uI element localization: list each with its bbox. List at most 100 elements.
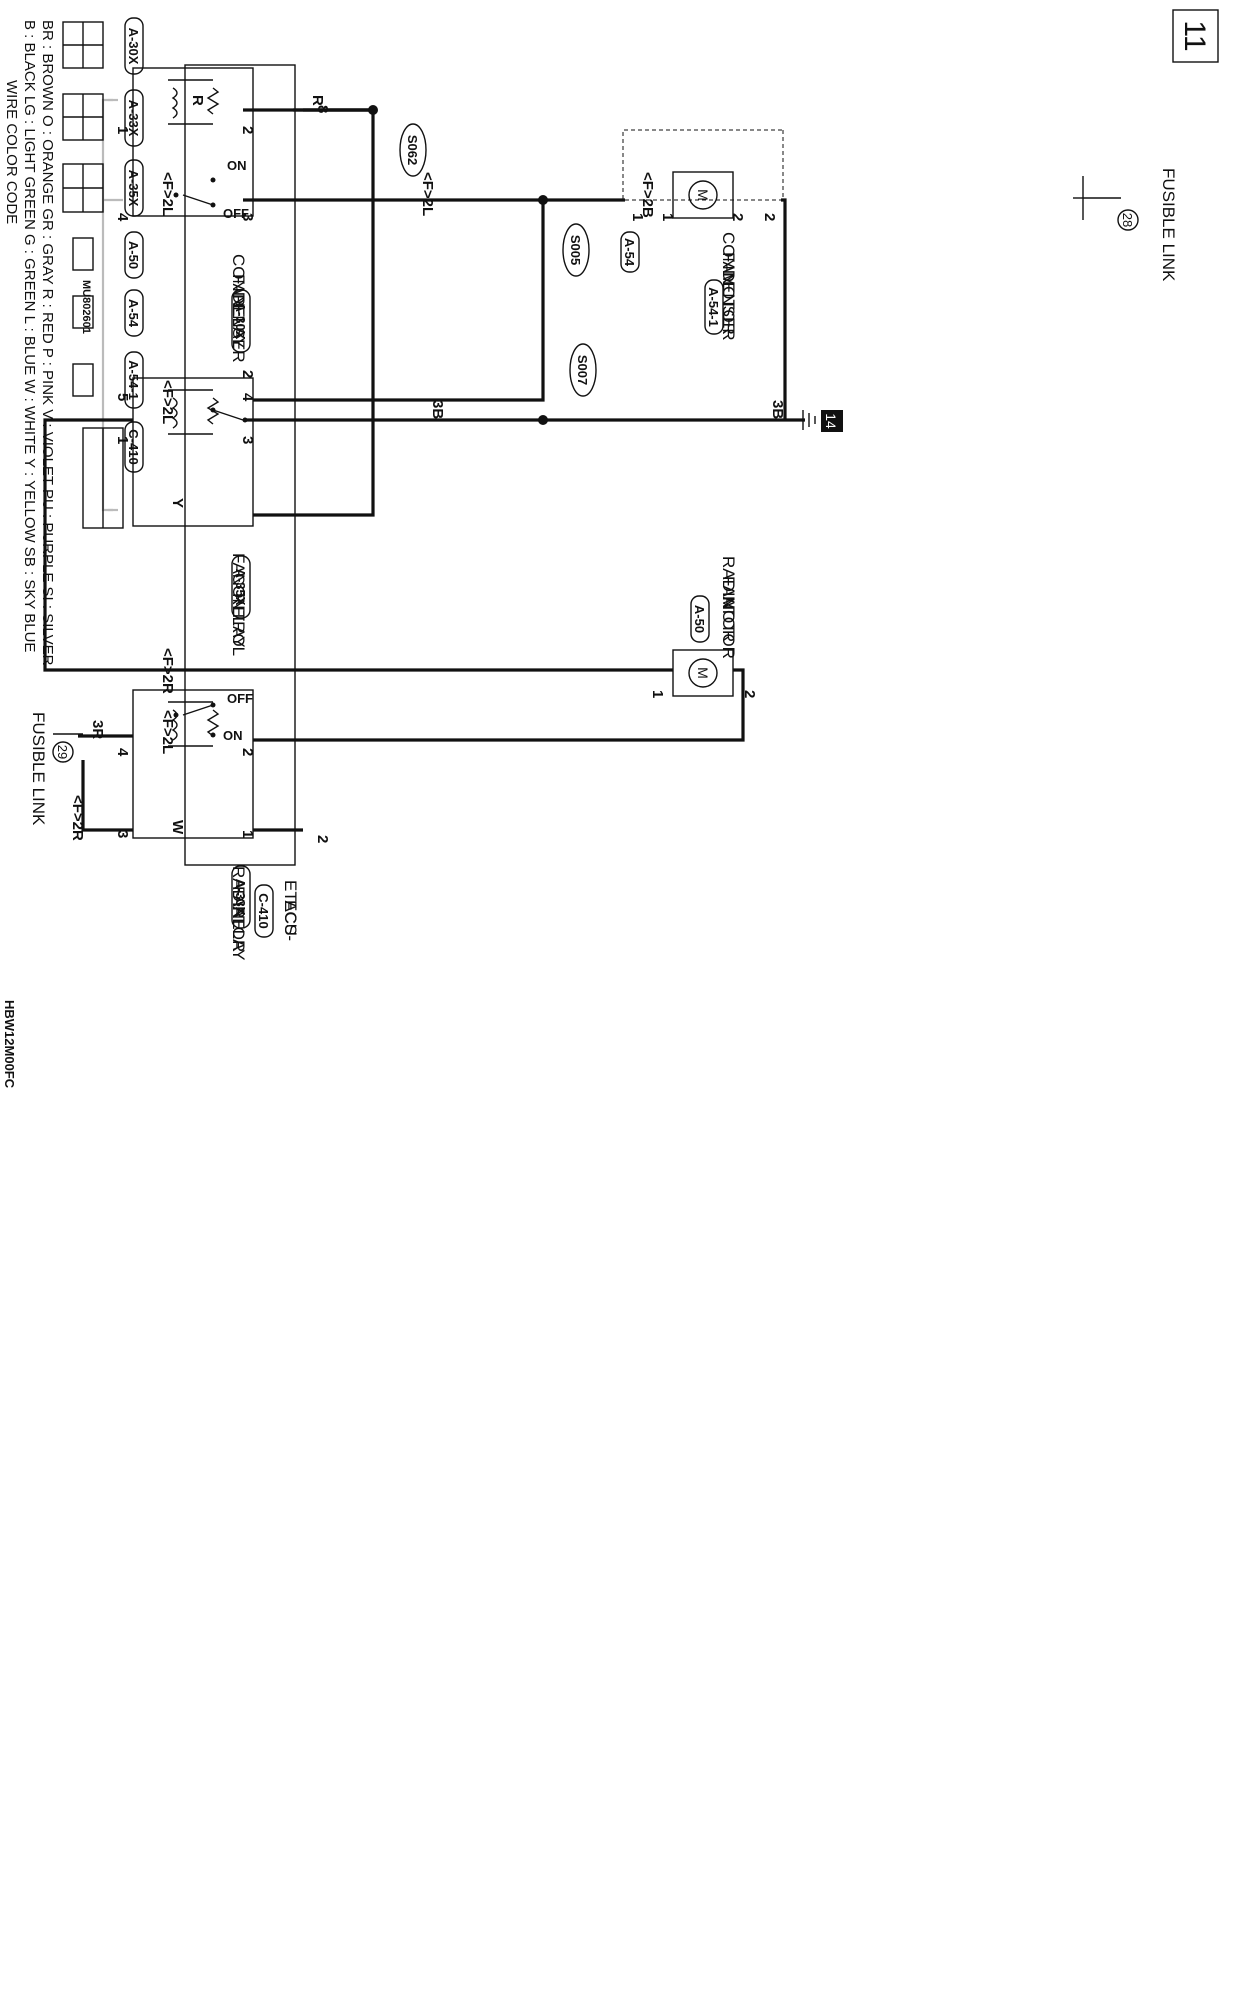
svg-text:<F>2L: <F>2L: [419, 172, 436, 216]
splice-s005: S005: [538, 195, 590, 277]
radiator-motor-line-2: FAN: [719, 576, 738, 609]
connector-views: A-30X A-33X A-35X A-50 A-54 A-54-1 C-410…: [62, 17, 144, 529]
condenser-motor-pin-2: 2: [729, 213, 746, 221]
svg-text:3R: 3R: [89, 720, 106, 739]
radiator-motor-pin-2: 2: [741, 690, 758, 698]
condenser-relay-on: ON: [227, 158, 247, 173]
svg-text:M: M: [695, 189, 711, 201]
condenser-motor-connector-2: A-54: [622, 238, 637, 267]
radiator-relay-line-2: FAN: [229, 886, 248, 919]
svg-text:MU802601: MU802601: [80, 280, 92, 334]
svg-text:S007: S007: [575, 355, 590, 385]
fusible-link-28-label: FUSIBLE LINK: [1159, 168, 1178, 282]
condenser-relay-line-1: CONDENSER: [229, 254, 248, 363]
condenser-motor-connector: A-54-1: [706, 287, 721, 327]
radiator-motor-line-1: RADIATOR: [719, 556, 738, 642]
condenser-connector-pin-2: 2: [761, 213, 778, 221]
power-feed-28: [101, 98, 123, 512]
legend-row-1: B : BLACK LG : LIGHT GREEN G : GREEN L :…: [21, 20, 38, 652]
radiator-relay-pin-2: 2: [239, 748, 256, 756]
svg-text:S005: S005: [568, 235, 583, 265]
ecu-line-2: ECU: [281, 900, 300, 936]
fan-control-relay-pin-2: 2: [239, 370, 256, 378]
svg-text:M: M: [695, 667, 711, 679]
svg-text:R: R: [189, 95, 206, 106]
ecu-pin-2: 2: [314, 835, 331, 843]
svg-text:Y: Y: [169, 498, 186, 508]
svg-text:S062: S062: [405, 135, 420, 165]
fusible-link-29-number: 29: [55, 745, 70, 759]
radiator-relay-pin-1: 1: [239, 830, 256, 838]
radiator-relay-off: OFF: [227, 691, 253, 706]
radiator-relay-connector: A-33X: [233, 879, 248, 916]
fan-control-relay-pin-3: 3: [239, 436, 256, 444]
svg-text:C-410: C-410: [126, 429, 141, 464]
radiator-relay-pin-4: 4: [114, 748, 131, 757]
radiator-motor-connector: A-50: [692, 605, 707, 633]
svg-text:A-33X: A-33X: [126, 100, 141, 137]
condenser-relay-off: OFF: [223, 206, 249, 221]
condenser-fan-relay: ON OFF 2 3 1 4 CONDENSER FAN RELAY A-30X: [114, 67, 256, 363]
radiator-fan-motor: M 2 1 RADIATOR FAN MOTOR A-50: [649, 556, 758, 698]
condenser-relay-pin-3: 3: [239, 213, 256, 221]
fusible-link-28-number: 28: [1120, 213, 1135, 227]
condenser-motor-line-3: MOTOR: [719, 272, 738, 335]
ecu-connector: C-410: [256, 893, 271, 928]
svg-text:A-30X: A-30X: [126, 28, 141, 65]
page-number: 11: [1178, 20, 1211, 51]
ground-14: 14: [785, 410, 843, 432]
svg-text:A-35X: A-35X: [126, 170, 141, 207]
radiator-motor-pin-1: 1: [649, 690, 666, 698]
ecu-line-1: ETACS-: [281, 880, 300, 941]
svg-text:14: 14: [823, 413, 839, 429]
fan-control-relay-connector: A-35X: [233, 569, 248, 606]
svg-text:A-54-1: A-54-1: [126, 360, 141, 400]
radiator-relay-pin-3: 3: [114, 830, 131, 838]
svg-text:<F>2R: <F>2R: [159, 648, 176, 694]
wires: [43, 108, 787, 832]
fan-control-relay-line-2: CONTROL: [229, 573, 248, 656]
condenser-motor-pin-1: 1: [659, 213, 676, 221]
condenser-relay-pin-2: 2: [239, 126, 256, 134]
fusible-link-28: FUSIBLE LINK 28: [1073, 168, 1178, 282]
radiator-relay-on: ON: [223, 728, 243, 743]
fusible-link-29: FUSIBLE LINK 29: [29, 712, 83, 826]
fan-control-relay-line-3: RELAY: [229, 593, 248, 648]
splice-s007: S007: [538, 343, 597, 425]
condenser-motor-line-1: CONDENSER: [719, 232, 738, 341]
drawing-code: HBW12M00FC: [2, 1000, 17, 1089]
condenser-relay-pin-1: 1: [114, 126, 131, 134]
svg-text:<F>2L: <F>2L: [159, 380, 176, 424]
splice-s062: S062: [368, 105, 427, 177]
condenser-fan-motor: M 2 1 2 1 CONDENSER FAN MOTOR A-54-1 A-5…: [620, 129, 784, 341]
wire-labels: R R <F>2L <F>2L <F>2B <F>2L 3B 3B Y <F>2…: [69, 95, 786, 841]
radiator-fan-relay: OFF ON 2 1 4 3 RADIATOR FAN RELAY A-33X: [114, 689, 256, 961]
svg-text:W: W: [169, 820, 186, 835]
page-number-box: [1172, 9, 1219, 63]
svg-text:3B: 3B: [429, 400, 446, 419]
svg-text:A-54: A-54: [126, 299, 141, 328]
wiring-diagram: 11 FUSIBLE LINK 28 FUSIBLE LINK 29: [2, 9, 1219, 1089]
legend-title: WIRE COLOR CODE: [3, 80, 20, 224]
fan-control-relay-line-1: FAN: [229, 553, 248, 586]
svg-text:<F>2R: <F>2R: [69, 795, 86, 841]
svg-text:3B: 3B: [769, 400, 786, 419]
wire-color-legend: WIRE COLOR CODE B : BLACK LG : LIGHT GRE…: [2, 20, 56, 1089]
svg-text:<F>2B: <F>2B: [639, 172, 656, 218]
condenser-relay-line-3: RELAY: [229, 294, 248, 349]
radiator-motor-line-3: MOTOR: [719, 596, 738, 659]
fan-control-relay-pin-4: 4: [239, 393, 256, 402]
condenser-connector-pin-1: 1: [629, 213, 646, 221]
fan-control-relay: 3 4 2 1 5 FAN CONTROL RELAY A-35X: [114, 370, 256, 656]
svg-text:<F>2L: <F>2L: [159, 172, 176, 216]
radiator-relay-line-3: RELAY: [229, 906, 248, 961]
condenser-relay-pin-4: 4: [114, 213, 131, 222]
condenser-motor-line-2: FAN: [719, 252, 738, 285]
svg-text:<F>2L: <F>2L: [159, 710, 176, 754]
radiator-relay-line-1: RADIATOR: [229, 866, 248, 952]
etacs-ecu: 8 2 ETACS- ECU C-410: [184, 64, 331, 941]
wiring-diagram-svg: 11 FUSIBLE LINK 28 FUSIBLE LINK 29: [2, 9, 1219, 1089]
fusible-link-29-label: FUSIBLE LINK: [29, 712, 48, 826]
condenser-relay-connector: A-30X: [233, 303, 248, 340]
